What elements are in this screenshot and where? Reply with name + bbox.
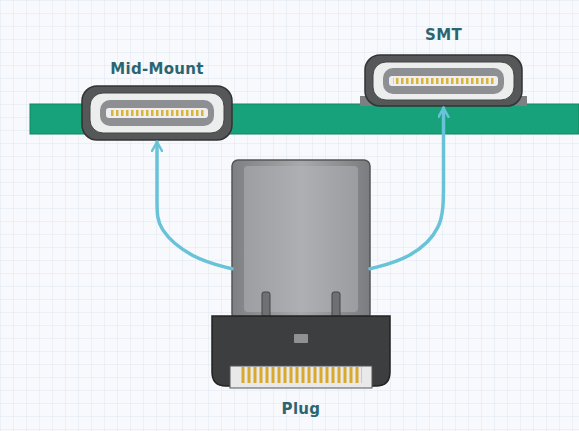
mid-mount-receptacle	[82, 86, 232, 140]
part-label: Plug	[282, 400, 321, 418]
smt-receptacle-box: SMT	[365, 55, 522, 106]
insertion-arrow	[370, 108, 444, 269]
part-label: SMT	[425, 26, 462, 44]
plug-box: Plug	[232, 160, 370, 320]
part-label: Mid-Mount	[110, 60, 204, 78]
mid-mount-receptacle-box: Mid-Mount	[82, 86, 232, 140]
smt-receptacle	[360, 55, 527, 106]
insertion-arrow	[157, 142, 232, 269]
plug-connector	[212, 160, 390, 388]
